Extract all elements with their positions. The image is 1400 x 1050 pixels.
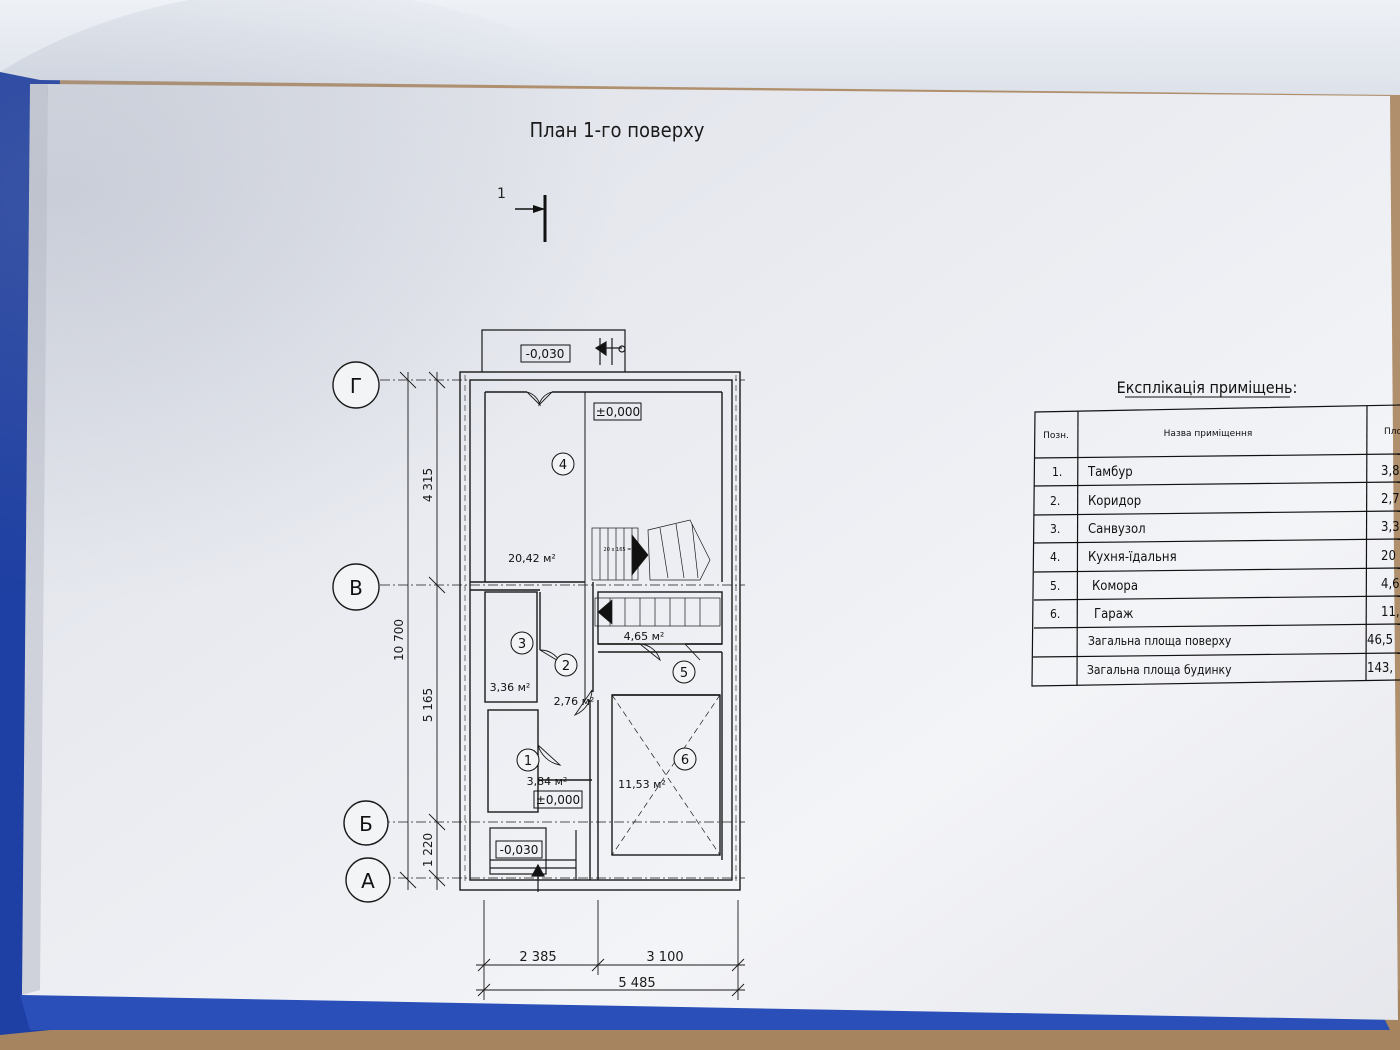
room-3-area: 3,36 м²	[490, 681, 531, 694]
porch-top	[481, 329, 626, 372]
explication: Експлікація приміщень: Позн. Назва примі…	[1031, 378, 1400, 687]
table-row: 2. Коридор 2,7	[1050, 492, 1400, 509]
table-row: 1. Тамбур 3,8	[1052, 464, 1400, 480]
level-porch-top: -0,030	[526, 347, 565, 361]
axis-label-b: Б	[359, 812, 373, 836]
room-4-area: 20,42 м²	[508, 552, 556, 565]
section-mark-label: 1	[497, 186, 506, 202]
dimension-texts: 10 700 4 315 5 165 1 220 2 385 3 100 5 4…	[392, 468, 684, 991]
dim-bottom-right: 3 100	[646, 950, 683, 965]
dim-left-top: 4 315	[421, 468, 435, 502]
row-5-name: Комора	[1092, 579, 1138, 594]
row-4-pos: 4.	[1050, 550, 1060, 564]
dimension-lines-bottom	[476, 900, 745, 1000]
axis-bubbles: Г В Б А	[332, 361, 391, 903]
row-1-name: Тамбур	[1087, 465, 1133, 480]
row-1-pos: 1.	[1052, 465, 1062, 479]
level-vestibule: ±0,000	[536, 793, 580, 807]
dim-bottom-left: 2 385	[519, 950, 556, 965]
explication-header-area: Пло	[1384, 427, 1400, 437]
row-3-name: Санвузол	[1088, 522, 1146, 537]
level-kitchen: ±0,000	[596, 405, 640, 419]
row-5-pos: 5.	[1050, 579, 1060, 593]
dim-left-total: 10 700	[392, 619, 406, 661]
paper-shadow	[0, 0, 760, 670]
porch-bottom	[489, 827, 577, 892]
row-7-area: 46,5	[1367, 633, 1393, 648]
row-7-name: Загальна площа поверху	[1088, 634, 1232, 648]
outer-walls	[459, 371, 741, 891]
table-row: Загальна площа поверху 46,5	[1088, 633, 1393, 648]
axis-label-v: В	[349, 576, 363, 600]
explication-rows: 1. Тамбур 3,8 2. Коридор 2,7 3. Санвузол…	[1050, 464, 1400, 677]
room-5-number: 5	[680, 666, 688, 681]
garage-cross	[611, 694, 721, 856]
room-1-number: 1	[524, 754, 532, 769]
dim-left-bottom: 1 220	[421, 833, 435, 867]
room-2-number: 2	[562, 659, 570, 674]
room-6-number: 6	[681, 753, 689, 768]
row-3-area: 3,3	[1381, 520, 1400, 535]
floor-plan	[380, 329, 745, 1000]
explication-title: Експлікація приміщень:	[1117, 378, 1298, 397]
dimension-lines-left	[399, 371, 446, 890]
explication-grid	[1031, 404, 1400, 687]
room-5-area: 4,65 м²	[624, 630, 665, 643]
dim-bottom-total: 5 485	[618, 976, 655, 991]
explication-header-name: Назва приміщення	[1164, 429, 1253, 439]
table-row: 5. Комора 4,6	[1050, 577, 1400, 594]
table-row: Загальна площа будинку 143,	[1087, 661, 1393, 677]
dim-left-mid: 5 165	[421, 688, 435, 722]
level-porch-bottom: -0,030	[500, 843, 539, 857]
room-6-area: 11,53 м²	[618, 778, 666, 791]
room-1-area: 3,84 м²	[527, 775, 568, 788]
stairs	[591, 519, 721, 627]
row-4-name: Кухня-їдальня	[1088, 550, 1177, 565]
row-2-pos: 2.	[1050, 494, 1060, 508]
row-8-area: 143,	[1367, 661, 1393, 676]
plan-title: План 1-го поверху	[530, 118, 705, 142]
interior-walls	[470, 391, 723, 880]
section-mark: 1	[497, 186, 547, 242]
room-labels: 4 20,42 м² 3 3,36 м² 2 2,76 м² 5 4,65 м²…	[490, 452, 697, 791]
row-8-name: Загальна площа будинку	[1087, 663, 1232, 677]
row-2-area: 2,7	[1381, 492, 1400, 507]
room-4-number: 4	[559, 458, 567, 473]
row-2-name: Коридор	[1088, 494, 1141, 509]
row-3-pos: 3.	[1050, 522, 1060, 536]
room-3-number: 3	[518, 637, 526, 652]
row-1-area: 3,8	[1381, 464, 1400, 479]
stair-note: 20 x 165 = 3 ...	[604, 547, 643, 553]
row-6-name: Гараж	[1094, 607, 1134, 622]
room-2-area: 2,76 м²	[554, 695, 595, 708]
row-6-pos: 6.	[1050, 607, 1060, 621]
explication-header-pos: Позн.	[1043, 431, 1069, 441]
row-6-area: 11,	[1381, 605, 1400, 620]
table-row: 6. Гараж 11,	[1050, 605, 1400, 622]
blue-folder-bottom	[20, 995, 1390, 1030]
level-marks: -0,030 ±0,000 ±0,000 -0,030	[495, 344, 642, 859]
axis-label-a: А	[361, 869, 375, 893]
table-row: 4. Кухня-їдальня 20	[1050, 549, 1396, 565]
row-4-area: 20	[1381, 549, 1396, 564]
row-5-area: 4,6	[1381, 577, 1400, 592]
table-row: 3. Санвузол 3,3	[1050, 520, 1400, 537]
axis-label-g: Г	[350, 374, 362, 398]
